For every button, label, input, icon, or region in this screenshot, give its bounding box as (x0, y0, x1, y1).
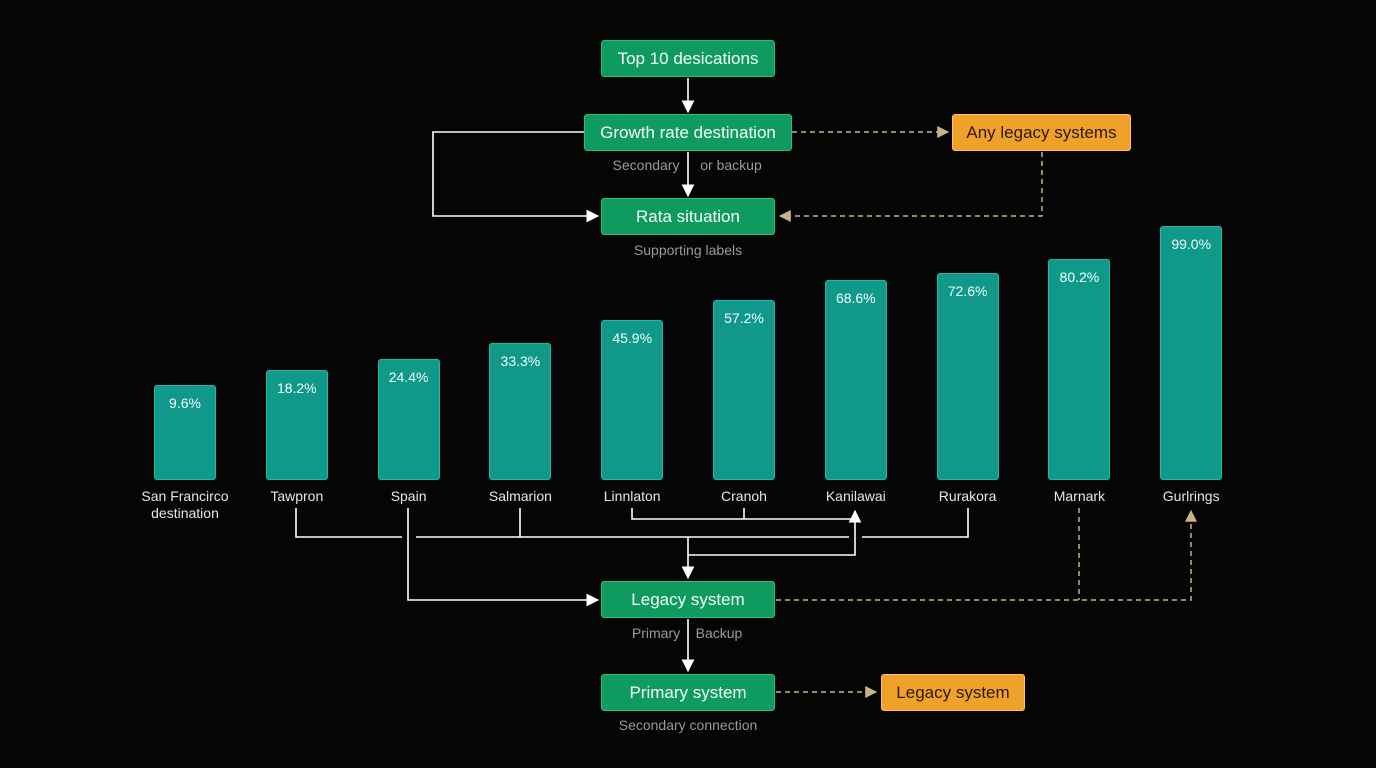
caption-primary: Primary (631, 625, 681, 641)
line-to-kanilawai (688, 509, 862, 556)
category-label: Kanilawai (825, 488, 886, 504)
bar-value-label: 80.2% (1059, 269, 1100, 286)
node-rata-situation[interactable]: Rata situation (601, 198, 775, 235)
category-label: Marnark (1053, 488, 1106, 504)
category-label: Spain (390, 488, 427, 504)
line-spain-to-legacy (407, 508, 600, 607)
caption-secondary: Secondary (612, 157, 680, 173)
bar-8: 72.6% (936, 272, 999, 480)
bar-value-label: 45.9% (612, 330, 653, 347)
caption-secondary-connection: Secondary connection (618, 717, 758, 733)
category-label: Linnlaton (603, 488, 661, 504)
category-label: Gurlrings (1162, 488, 1220, 504)
node-top-destinations[interactable]: Top 10 desications (601, 40, 775, 77)
bar-value-label: 18.2% (276, 379, 317, 396)
bar-3: 24.4% (377, 358, 440, 480)
node-primary-system[interactable]: Primary system (601, 674, 775, 711)
bar-value-label: 33.3% (500, 352, 541, 369)
bar-value-label: 99.0% (1171, 236, 1212, 252)
line-rurakora-bus (862, 508, 969, 538)
bar-value-label: 24.4% (388, 368, 429, 385)
bar-10: 99.0% (1160, 226, 1223, 480)
caption-backup: Backup (695, 625, 743, 641)
category-label: Salmarion (488, 488, 552, 504)
caption-or-backup: or backup (700, 157, 762, 173)
category-label: Cranoh (721, 488, 767, 504)
bar-value-label: 68.6% (835, 290, 876, 307)
bar-4: 33.3% (489, 342, 552, 480)
bar-2: 18.2% (265, 369, 328, 480)
bar-value-label: 72.6% (947, 282, 988, 299)
bar-5: 45.9% (601, 320, 664, 480)
dash-any-legacy-to-rata (778, 152, 1043, 222)
line-growth-loop-to-rata (432, 131, 600, 223)
line-bus-lower (295, 508, 402, 538)
dash-legacy-to-gurlrings (776, 509, 1197, 601)
bar-1: 9.6% (154, 385, 216, 480)
node-any-legacy-systems[interactable]: Any legacy systems (952, 114, 1131, 151)
category-label: Tawpron (270, 488, 324, 504)
node-legacy-system[interactable]: Legacy system (601, 581, 775, 618)
caption-supporting-labels: Supporting labels (633, 242, 743, 258)
node-legacy-system-right[interactable]: Legacy system (881, 674, 1025, 711)
bar-6: 57.2% (713, 300, 775, 480)
category-label: Rurakora (938, 488, 997, 504)
category-label: San Francirco destination (141, 488, 229, 521)
bar-7: 68.6% (824, 280, 887, 480)
bar-9: 80.2% (1048, 259, 1111, 480)
bar-value-label: 57.2% (724, 310, 764, 327)
bar-value-label: 9.6% (169, 395, 201, 411)
line-bus-upper (631, 508, 855, 520)
node-growth-rate-destination[interactable]: Growth rate destination (584, 114, 792, 151)
